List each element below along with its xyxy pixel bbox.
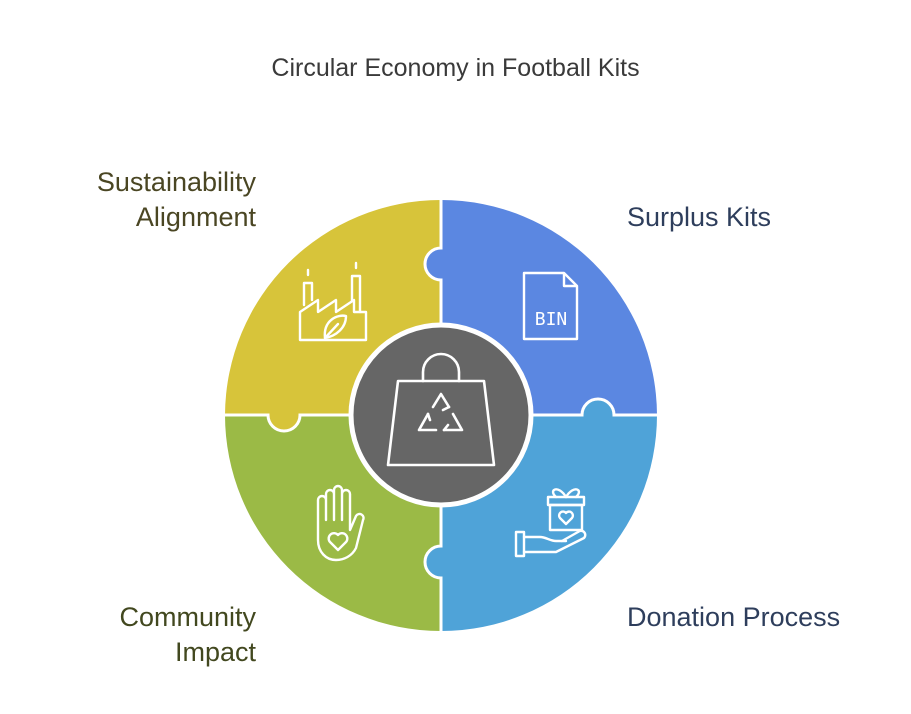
- label-community: Community Impact: [119, 600, 256, 670]
- bin-text: BIN: [535, 309, 568, 330]
- diagram-title: Circular Economy in Football Kits: [271, 54, 640, 82]
- label-community-line2: Impact: [174, 637, 256, 667]
- label-sustainability: Sustainability Alignment: [97, 165, 256, 235]
- label-community-line1: Community: [119, 602, 256, 632]
- gift-hand-icon: [514, 488, 587, 558]
- hand-heart-icon: [316, 484, 365, 562]
- factory-leaf-icon: [298, 261, 368, 342]
- label-sustainability-line1: Sustainability: [96, 167, 256, 197]
- bin-file-icon: [522, 271, 579, 341]
- recycle-bag-icon: [386, 352, 496, 467]
- label-surplus: Surplus Kits: [627, 200, 771, 235]
- label-surplus-line1: Surplus Kits: [627, 202, 772, 232]
- center-circle: [348, 322, 534, 508]
- label-donation-line1: Donation Process: [627, 602, 841, 632]
- label-sustainability-line2: Alignment: [135, 202, 256, 232]
- label-donation: Donation Process: [627, 600, 840, 635]
